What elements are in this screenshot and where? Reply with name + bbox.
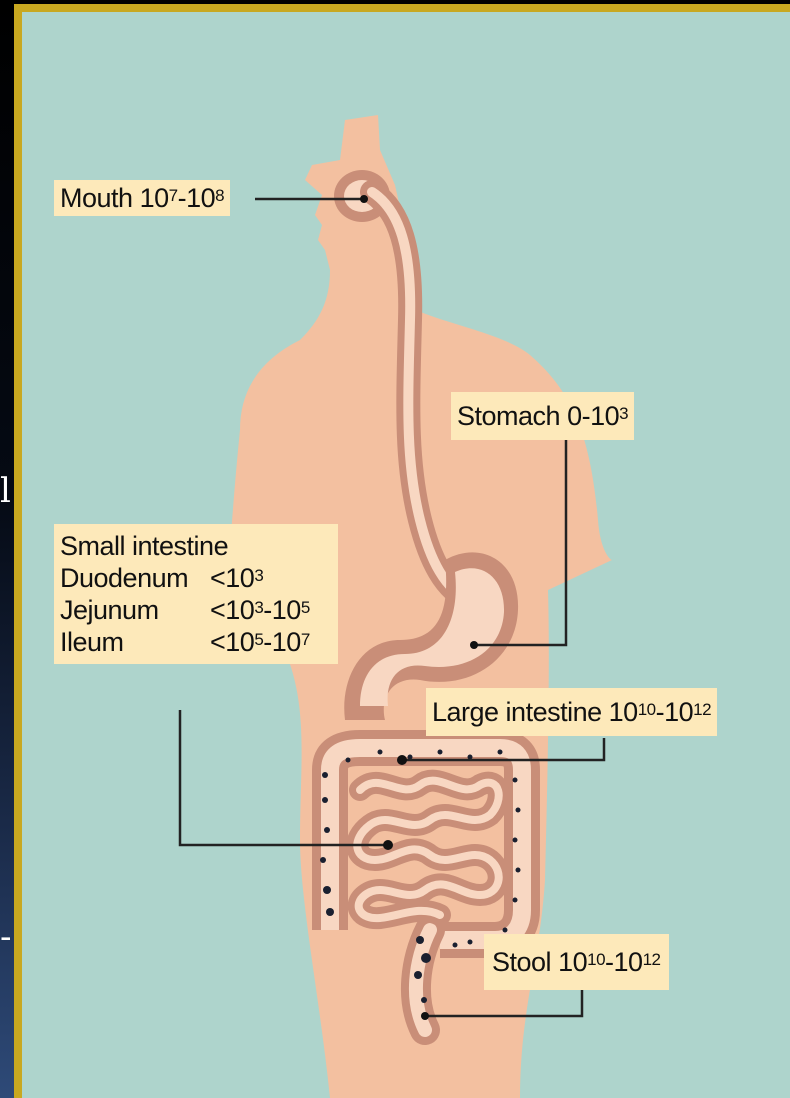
- jejunum-sep: -: [263, 595, 272, 625]
- ileum-exp2: 7: [301, 630, 310, 649]
- large-intestine-label: Large intestine 1010-1012: [426, 688, 717, 736]
- duodenum-row: Duodenum<103: [60, 562, 332, 594]
- ileum-exp1: 5: [254, 630, 263, 649]
- stool-exp2: 12: [643, 950, 661, 969]
- stool-label: Stool 1010-1012: [484, 934, 669, 990]
- mouth-label: Mouth 107-108: [54, 180, 230, 216]
- ileum-row: Ileum<105-107: [60, 626, 332, 658]
- small-intestine-label: Small intestine Duodenum<103 Jejunum<103…: [54, 524, 338, 664]
- ileum-prefix: <10: [210, 627, 254, 657]
- stomach-label: Stomach 0-103: [451, 392, 634, 440]
- jejunum-name: Jejunum: [60, 594, 210, 626]
- stool-base1: 10: [558, 947, 587, 977]
- large-intestine-exp1: 10: [638, 700, 656, 719]
- stomach-exp1: 3: [619, 404, 628, 423]
- stool-base2: 10: [614, 947, 643, 977]
- stomach-base1: 0-10: [567, 401, 619, 431]
- stool-name: Stool: [492, 947, 551, 977]
- mouth-exp2: 8: [215, 186, 224, 205]
- jejunum-exp1: 3: [254, 598, 263, 617]
- ileum-base2: 10: [272, 627, 301, 657]
- duodenum-name: Duodenum: [60, 562, 210, 594]
- jejunum-exp2: 5: [301, 598, 310, 617]
- stool-sep: -: [605, 947, 614, 977]
- jejunum-prefix: <10: [210, 595, 254, 625]
- large-intestine-base2: 10: [664, 697, 693, 727]
- duodenum-exp1: 3: [254, 566, 263, 585]
- large-intestine-exp2: 12: [693, 700, 711, 719]
- mouth-exp1: 7: [169, 186, 178, 205]
- mouth-sep: -: [178, 183, 187, 213]
- mouth-name: Mouth: [60, 183, 133, 213]
- duodenum-prefix: <10: [210, 563, 254, 593]
- mouth-base1: 10: [140, 183, 169, 213]
- ileum-name: Ileum: [60, 626, 210, 658]
- large-intestine-base1: 10: [609, 697, 638, 727]
- small-intestine-title: Small intestine: [60, 530, 332, 562]
- stomach-name: Stomach: [457, 401, 560, 431]
- mouth-base2: 10: [186, 183, 215, 213]
- stool-exp1: 10: [587, 950, 605, 969]
- large-intestine-name: Large intestine: [432, 697, 602, 727]
- jejunum-row: Jejunum<103-105: [60, 594, 332, 626]
- large-intestine-sep: -: [656, 697, 665, 727]
- jejunum-base2: 10: [272, 595, 301, 625]
- ileum-sep: -: [263, 627, 272, 657]
